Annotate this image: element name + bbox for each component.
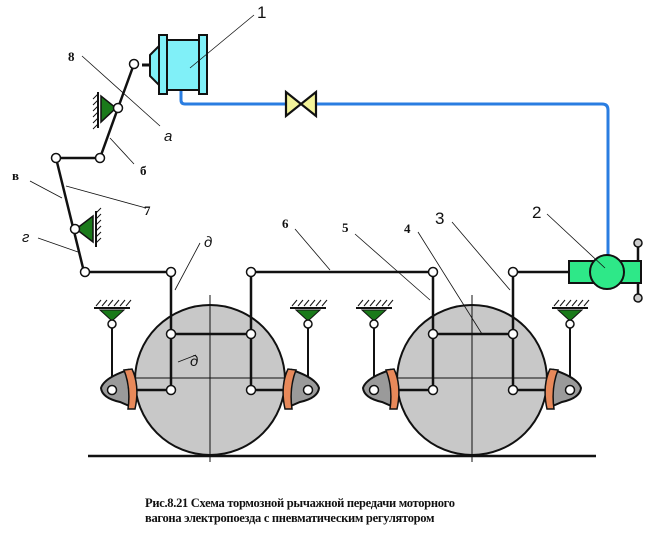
label-7: 7 bbox=[144, 203, 151, 218]
air-line bbox=[179, 88, 610, 255]
hanger-pivot-4 bbox=[552, 299, 590, 322]
caption-line-1: Рис.8.21 Схема тормозной рычажной переда… bbox=[145, 496, 455, 510]
pneumatic-regulator bbox=[568, 238, 643, 303]
leader-lines bbox=[29, 14, 606, 363]
label-5: 5 bbox=[342, 220, 349, 235]
brake-shoe-3 bbox=[361, 368, 400, 410]
brake-shoe-1 bbox=[99, 368, 138, 410]
fixed-pivot-middle bbox=[74, 207, 102, 247]
label-v: в bbox=[12, 168, 19, 183]
wheel-right bbox=[392, 295, 562, 462]
label-a: а bbox=[164, 128, 172, 145]
label-d-wheel: д bbox=[190, 353, 198, 370]
label-4: 4 bbox=[404, 221, 411, 236]
valve-icon bbox=[284, 89, 318, 119]
brake-shoe-2 bbox=[282, 368, 321, 410]
hanger-pivot-1 bbox=[94, 299, 132, 322]
label-2: 2 bbox=[532, 203, 541, 222]
label-6-left: б bbox=[140, 163, 147, 178]
figure-caption: Рис.8.21 Схема тормозной рычажной переда… bbox=[145, 496, 565, 526]
label-1: 1 bbox=[257, 3, 266, 22]
hanger-pivots bbox=[94, 299, 590, 322]
hanger-pivot-2 bbox=[290, 299, 328, 322]
joints bbox=[50, 58, 576, 396]
brake-shoe-4 bbox=[544, 368, 583, 410]
label-g: г bbox=[22, 229, 30, 246]
hanger-pivot-3 bbox=[356, 299, 394, 322]
fixed-pivot-upper bbox=[92, 92, 118, 130]
caption-line-2: вагона электропоезда с пневматическим ре… bbox=[145, 511, 435, 525]
label-d-top: д bbox=[204, 234, 212, 251]
label-6-top: 6 bbox=[282, 216, 289, 231]
brake-cylinder bbox=[142, 34, 208, 95]
wheel-left bbox=[120, 295, 300, 462]
label-8: 8 bbox=[68, 49, 75, 64]
label-3: 3 bbox=[435, 209, 444, 228]
